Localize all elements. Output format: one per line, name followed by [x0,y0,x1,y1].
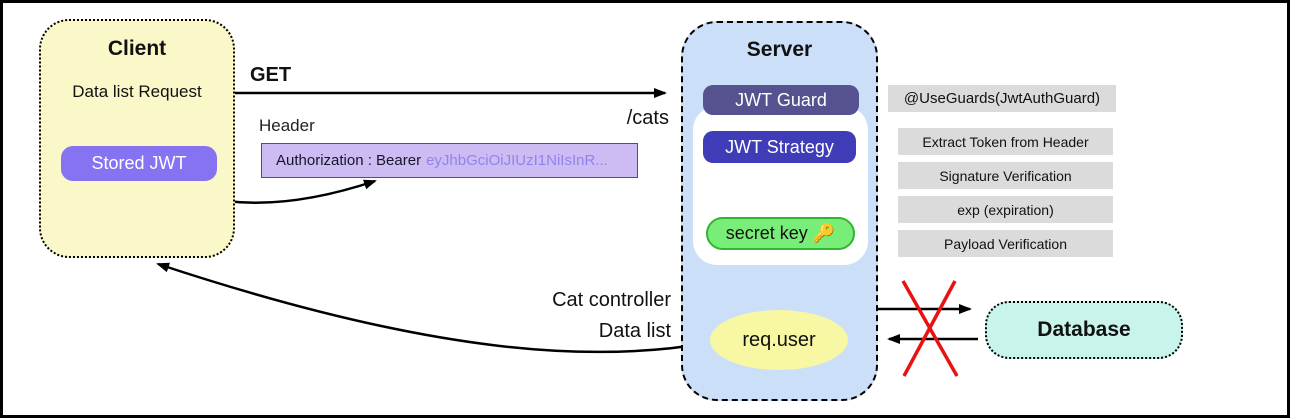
jwt-token-preview: eyJhbGciOiJIUzI1NiIsInR... [426,152,608,169]
req-user-label: req.user [742,328,816,351]
jwt-strategy-badge: JWT Strategy [703,131,856,163]
client-title: Client [107,37,167,60]
secret-key-badge: secret key 🔑 [706,217,855,250]
stored-jwt-badge: Stored JWT [61,146,217,181]
response-labels: Cat controller Data list [433,285,671,347]
jwt-guard-label: JWT Guard [735,89,827,110]
strategy-step-annotation: Signature Verification [898,162,1113,189]
jwt-strategy-label: JWT Strategy [725,136,834,157]
client-box [39,19,235,258]
data-list-label: Data list [598,320,671,342]
database-title: Database [1037,318,1131,341]
authorization-header-box: Authorization : Bearer eyJhbGciOiJIUzI1N… [261,143,638,178]
blocked-x-icon [901,280,959,377]
strategy-step-annotation: Extract Token from Header [898,128,1113,155]
header-label: Header [259,116,315,135]
req-user-ellipse: req.user [710,310,848,370]
authorization-label: Authorization : Bearer [276,152,422,169]
client-request-label: Data list Request [72,82,202,101]
cat-controller-label: Cat controller [552,289,671,311]
key-icon: 🔑 [812,223,836,243]
secret-key-label: secret key [725,223,808,243]
stored-jwt-label: Stored JWT [91,153,187,173]
server-title: Server [746,38,813,61]
strategy-step-annotation: exp (expiration) [898,196,1113,223]
jwt-guard-badge: JWT Guard [703,85,859,115]
guard-decorator-annotation: @UseGuards(JwtAuthGuard) [888,85,1116,112]
request-path-label: /cats [626,107,669,129]
strategy-step-annotation: Payload Verification [898,230,1113,257]
http-method-label: GET [250,64,292,86]
database-box: Database [985,301,1183,359]
